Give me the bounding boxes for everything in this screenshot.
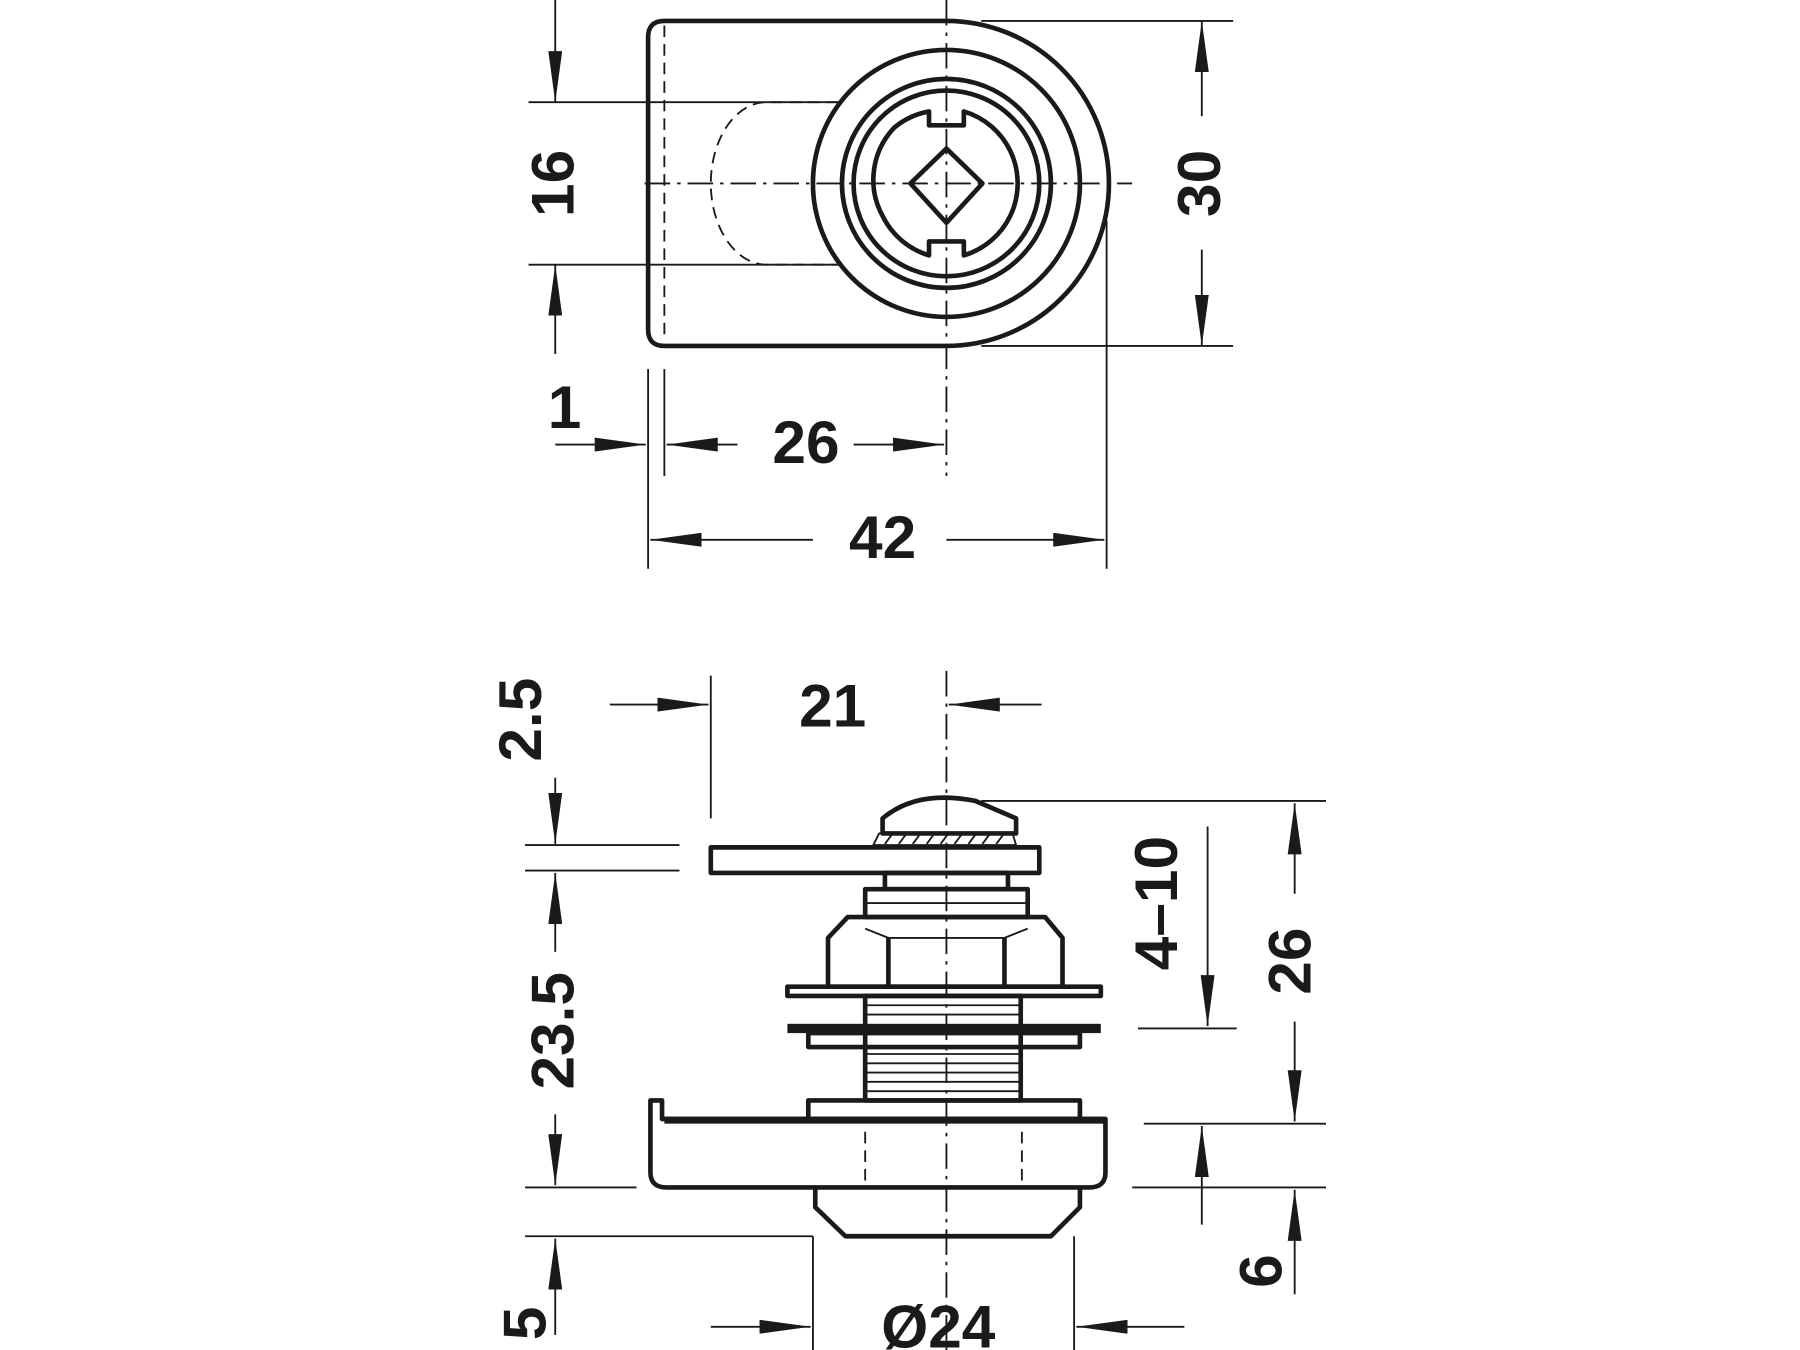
dim-5: 5 (491, 1307, 559, 1341)
top-view: 16 30 1 26 42 (519, 0, 1234, 571)
dim-2-5: 2.5 (486, 678, 554, 762)
dim-1: 1 (548, 373, 582, 441)
key-core (871, 109, 1020, 258)
dim-diameter-24: Ø24 (881, 1292, 996, 1350)
key-knob (880, 795, 1019, 836)
hex-nut (825, 914, 1065, 989)
cam-plate (708, 845, 1042, 876)
dim-42: 42 (849, 503, 916, 571)
housing-step (805, 1098, 1083, 1122)
bottom-bezel (812, 1187, 1083, 1239)
washer-lower (805, 1030, 1083, 1050)
washer-black (787, 1023, 1101, 1034)
side-view: 21 2.5 23.5 5 Ø24 4–10 26 6 (486, 670, 1327, 1350)
dim-6: 6 (1227, 1254, 1295, 1288)
lock-body-outline (645, 18, 1112, 349)
dim-26-side: 26 (1256, 928, 1324, 995)
hidden-cam (709, 101, 839, 266)
knurl-hatch (884, 834, 1005, 845)
dim-23-5: 23.5 (519, 972, 587, 1089)
dim-21: 21 (799, 671, 866, 739)
dim-30: 30 (1165, 150, 1233, 217)
dim-4-10: 4–10 (1122, 836, 1190, 970)
dim-26-top: 26 (772, 408, 839, 476)
thread-lines (865, 1004, 1021, 1093)
dim-16: 16 (519, 150, 587, 217)
flange (648, 1098, 1108, 1190)
